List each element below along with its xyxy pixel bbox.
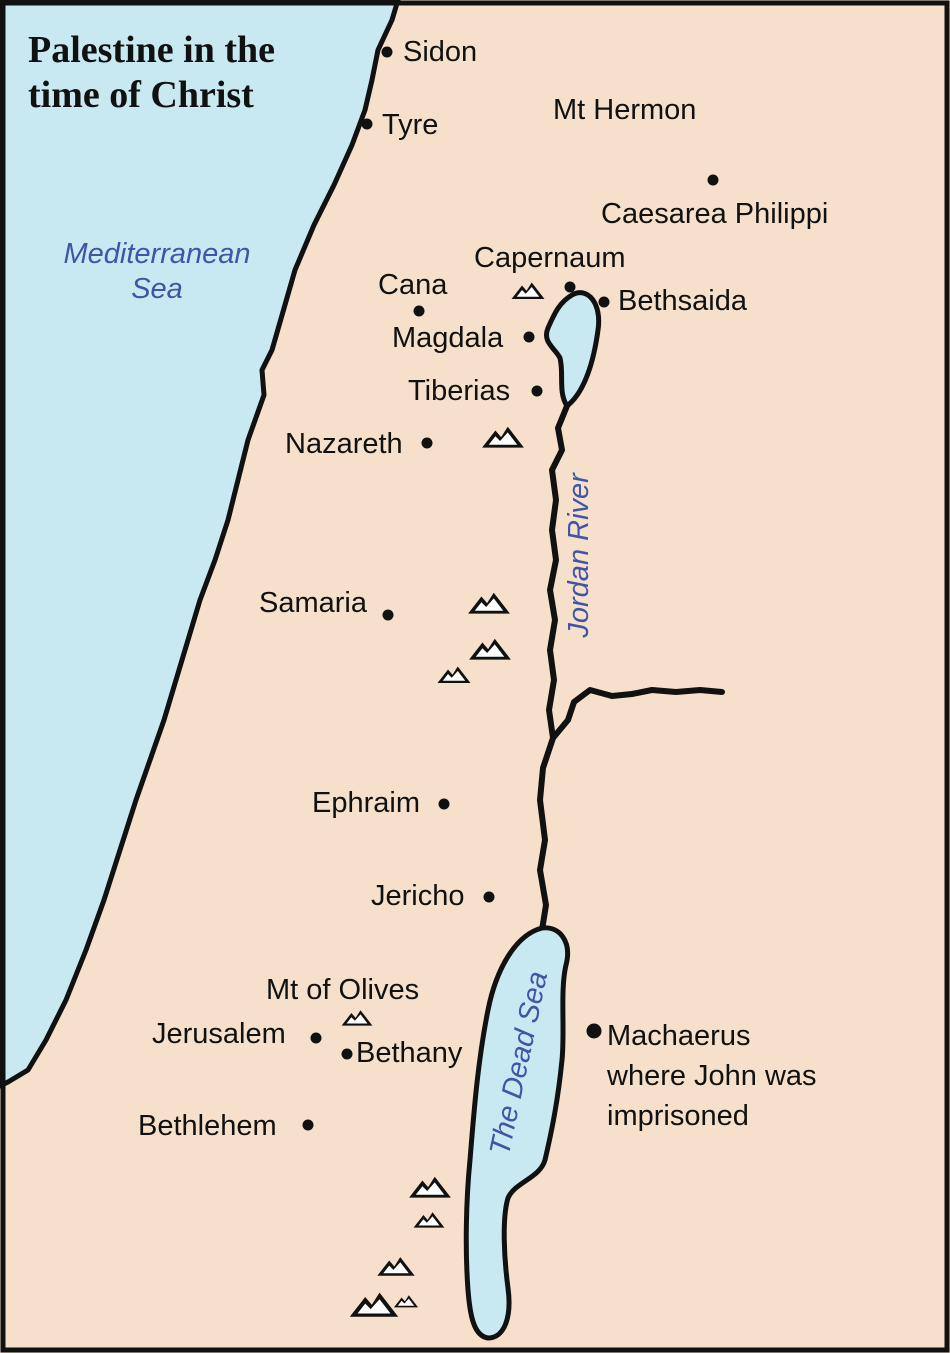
capernaum-label: Capernaum <box>474 242 626 274</box>
map-title-line2: time of Christ <box>28 73 254 116</box>
samaria-city-dot-icon <box>382 609 394 621</box>
cana-label: Cana <box>378 269 448 301</box>
tiberias-label: Tiberias <box>408 375 511 407</box>
bethlehem-label: Bethlehem <box>138 1110 277 1142</box>
ephraim-city-dot-icon <box>438 798 450 810</box>
bethany-city-dot-icon <box>341 1048 353 1060</box>
tiberias-city-dot-icon <box>531 385 543 397</box>
capernaum-city-dot-icon <box>564 281 576 293</box>
jordan-river-line <box>537 403 570 933</box>
machaerus-label-line3: imprisoned <box>607 1100 749 1133</box>
mt-hermon-label: Mt Hermon <box>553 94 697 126</box>
map-title: Palestine in the time of Christ <box>28 28 275 118</box>
mt-of-olives-label: Mt of Olives <box>266 974 420 1006</box>
caesarea-philippi-city-dot-icon <box>707 174 719 186</box>
dead-sea-area <box>463 925 570 1341</box>
jordan-river-label: Jordan River <box>562 473 595 638</box>
bethsaida-label: Bethsaida <box>618 285 747 317</box>
magdala-label: Magdala <box>392 322 504 354</box>
sea-label-line1: Mediterranean <box>63 238 251 270</box>
bethsaida-city-dot-icon <box>598 296 610 308</box>
ephraim-label: Ephraim <box>312 787 420 819</box>
jerusalem-city-dot-icon <box>310 1032 322 1044</box>
nazareth-city-dot-icon <box>421 437 433 449</box>
sidon-label: Sidon <box>403 36 478 68</box>
machaerus-label: Machaerus where John was imprisoned <box>607 1016 817 1136</box>
bethlehem-city-dot-icon <box>302 1119 314 1131</box>
bethany-label: Bethany <box>356 1037 463 1069</box>
cana-city-dot-icon <box>413 305 425 317</box>
machaerus-label-line1: Machaerus <box>607 1020 751 1052</box>
samaria-label: Samaria <box>259 587 367 619</box>
nazareth-label: Nazareth <box>285 428 403 460</box>
jericho-city-dot-icon <box>483 891 495 903</box>
sidon-city-dot-icon <box>381 46 393 58</box>
city-markers <box>302 46 719 1131</box>
machaerus-label-line2: where John was <box>607 1060 817 1093</box>
machaerus-city-dot-icon <box>586 1023 602 1039</box>
sea-of-galilee-area <box>544 290 602 409</box>
jericho-label: Jericho <box>371 880 465 912</box>
mediterranean-sea-area <box>0 0 401 1089</box>
map-title-line1: Palestine in the <box>28 29 275 71</box>
tyre-city-dot-icon <box>361 118 373 130</box>
magdala-city-dot-icon <box>523 331 535 343</box>
tyre-label: Tyre <box>382 109 439 141</box>
jerusalem-label: Jerusalem <box>152 1018 286 1050</box>
caesarea-philippi-label: Caesarea Philippi <box>601 198 829 230</box>
sea-label-line2: Sea <box>131 272 183 305</box>
mediterranean-sea-label: Mediterranean Sea <box>48 237 266 307</box>
river-tributary-line <box>550 687 725 741</box>
